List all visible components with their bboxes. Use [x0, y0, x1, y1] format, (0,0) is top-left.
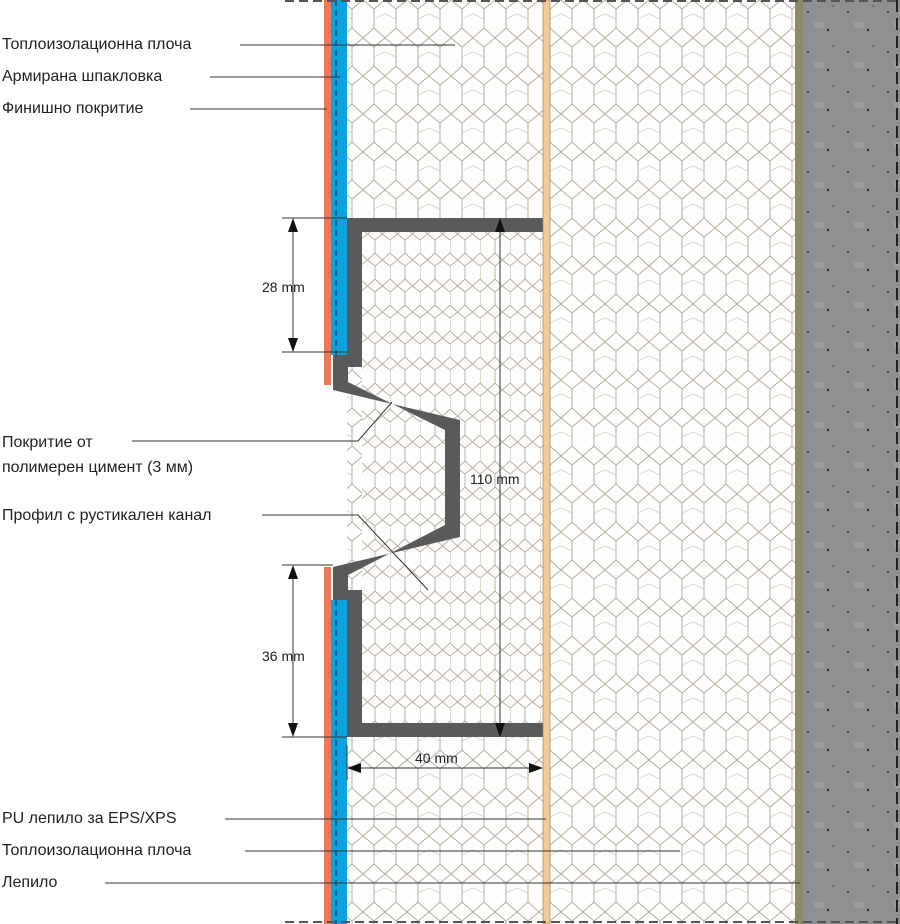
dim-lower-band: 36 mm [262, 648, 305, 664]
plaster-upper [331, 0, 347, 355]
dimension-lines [282, 217, 543, 780]
label-rustic-profile: Профил с рустикален канал [2, 507, 212, 524]
label-adhesive: Лепило [2, 874, 58, 891]
plaster-lower [331, 600, 347, 924]
label-finish-coat: Финишно покритие [2, 100, 144, 117]
pu-adhesive-strip [542, 0, 551, 924]
label-pu-adhesive: PU лепило за EPS/XPS [2, 810, 177, 827]
label-insulation-top: Топлоизолационна плоча [2, 36, 192, 54]
dim-profile-height: 110 mm [470, 471, 520, 487]
label-polymer-cement-line1: Покритие от [2, 434, 93, 451]
rustic-profile [333, 218, 543, 737]
label-polymer-cement-line2: полимерен цимент (3 мм) [2, 459, 194, 476]
concrete-wall [803, 0, 900, 924]
label-insulation-bottom: Топлоизолационна плоча [2, 842, 192, 859]
finish-coat-upper [324, 0, 331, 385]
label-reinforced-plaster: Армирана шпакловка [2, 68, 163, 85]
leader-lines [105, 44, 800, 884]
dim-profile-depth: 40 mm [415, 750, 458, 766]
adhesive-layer [795, 0, 803, 924]
eps-board-inner [550, 0, 795, 924]
dim-upper-band: 28 mm [262, 279, 305, 295]
finish-coat-lower [324, 567, 331, 924]
